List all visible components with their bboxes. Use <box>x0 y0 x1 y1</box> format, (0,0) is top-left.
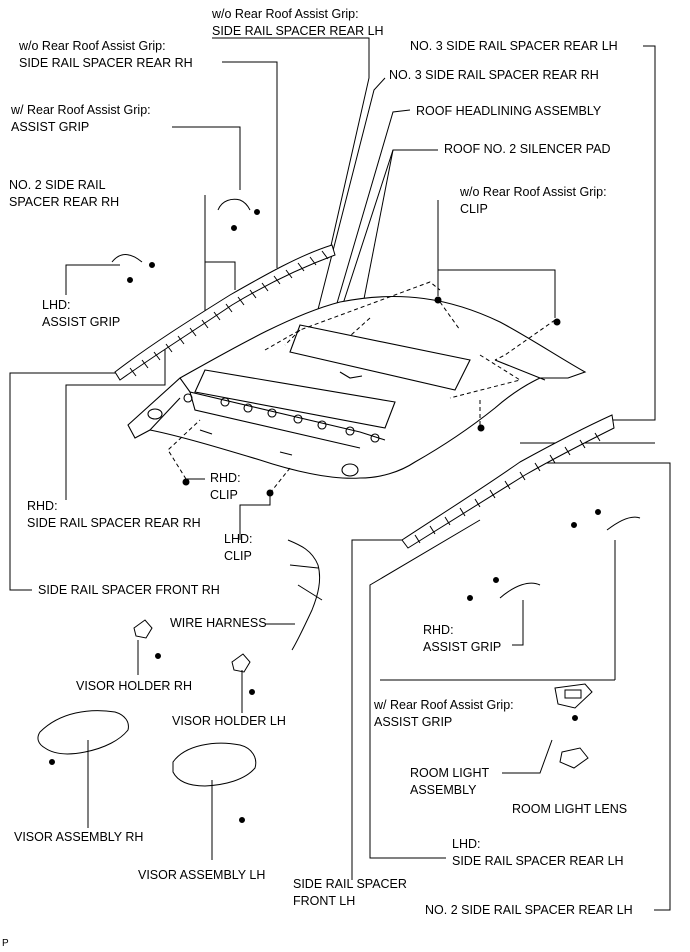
screw-icons <box>49 209 601 823</box>
label-spacer-front-rh: SIDE RAIL SPACER FRONT RH <box>38 583 220 597</box>
label-room-light-lens: ROOM LIGHT LENS <box>512 802 628 816</box>
label-visor-assembly-rh: VISOR ASSEMBLY RH <box>14 830 144 844</box>
leader-lines <box>9 37 671 911</box>
label-wire-harness: WIRE HARNESS <box>170 616 267 630</box>
label-w-grip-assist-grip-top: w/ Rear Roof Assist Grip:ASSIST GRIP <box>11 103 151 134</box>
room-light-icon <box>554 683 593 709</box>
corner-mark: P <box>2 938 9 949</box>
label-wo-grip-spacer-lh: w/o Rear Roof Assist Grip:SIDE RAIL SPAC… <box>212 7 384 38</box>
label-visor-holder-lh: VISOR HOLDER LH <box>172 714 286 728</box>
label-visor-holder-rh: VISOR HOLDER RH <box>76 679 192 693</box>
label-wo-grip-clip: w/o Rear Roof Assist Grip:CLIP <box>460 185 607 216</box>
label-wo-grip-spacer-rh: w/o Rear Roof Assist Grip:SIDE RAIL SPAC… <box>19 39 193 70</box>
label-rhd-clip: RHD:CLIP <box>210 471 241 502</box>
visor-holder-icon <box>133 619 251 673</box>
label-roof-silencer: ROOF NO. 2 SILENCER PAD <box>444 142 611 156</box>
wire-harness-icon <box>287 539 323 651</box>
assist-grip-icon <box>111 198 641 599</box>
spacer-strip-rear-lh <box>401 414 615 549</box>
roof-headlining-panel <box>127 295 587 479</box>
label-lhd-spacer-rear-lh: LHD:SIDE RAIL SPACER REAR LH <box>452 837 624 868</box>
label-rhd-assist-grip: RHD:ASSIST GRIP <box>423 623 502 654</box>
label-lhd-clip: LHD:CLIP <box>224 532 253 563</box>
spacer-strip-rear-rh <box>114 244 336 381</box>
label-no3-spacer-lh: NO. 3 SIDE RAIL SPACER REAR LH <box>410 39 618 53</box>
label-rhd-spacer-rear-rh: RHD:SIDE RAIL SPACER REAR RH <box>27 499 201 530</box>
label-roof-headlining: ROOF HEADLINING ASSEMBLY <box>416 104 602 118</box>
visor-icon <box>37 710 257 787</box>
label-no3-spacer-rh: NO. 3 SIDE RAIL SPACER REAR RH <box>389 68 599 82</box>
label-visor-assembly-lh: VISOR ASSEMBLY LH <box>138 868 266 882</box>
label-w-grip-assist-grip-bottom: w/ Rear Roof Assist Grip:ASSIST GRIP <box>374 698 514 729</box>
label-no2-spacer-lh: NO. 2 SIDE RAIL SPACER REAR LH <box>425 903 633 917</box>
lens-icon <box>559 747 589 769</box>
clip-guide-dashes <box>167 281 556 494</box>
label-lhd-assist-grip: LHD:ASSIST GRIP <box>42 298 121 329</box>
